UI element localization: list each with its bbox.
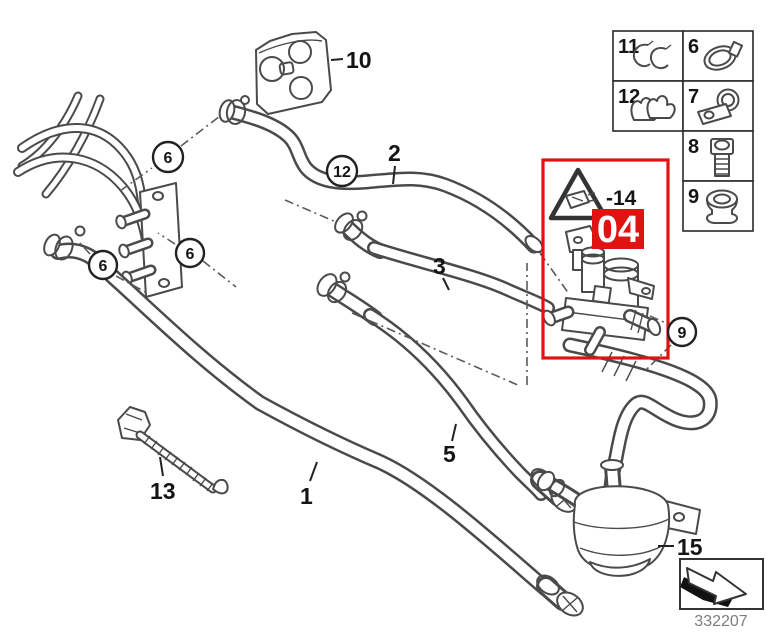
cable-strap-drawing: [117, 406, 229, 495]
direction-arrow-box: [679, 558, 764, 610]
spring-band-clamp-icon: [630, 95, 676, 121]
callout-6c[interactable]: 6: [87, 249, 119, 281]
callout-12[interactable]: 12: [325, 154, 359, 188]
part-label-13[interactable]: 13: [150, 478, 176, 504]
legend-num-9: 9: [688, 186, 699, 208]
warning-triangle-icon: [548, 167, 609, 221]
legend-num-6: 6: [688, 36, 699, 58]
down-right-arrow-icon: [680, 567, 747, 607]
callout-6a[interactable]: 6: [151, 140, 185, 174]
diagram-number: 332207: [694, 613, 747, 630]
position-badge-label: 04: [597, 209, 639, 251]
svg-text:9: 9: [678, 325, 687, 342]
hose-1-drawing: [43, 225, 584, 617]
part-label-5[interactable]: 5: [443, 441, 456, 467]
legend-num-8: 8: [688, 136, 699, 158]
highlight-box[interactable]: [541, 158, 670, 360]
svg-text:6: 6: [164, 150, 173, 167]
svg-text:6: 6: [99, 258, 108, 275]
legend-table: 11 12 6 7 8 9: [612, 30, 754, 232]
callout-6b[interactable]: 6: [174, 237, 206, 269]
svg-text:12: 12: [333, 164, 351, 181]
hose-clamp-screw: [339, 271, 351, 283]
legend-num-11: 11: [618, 36, 639, 58]
part-label-2[interactable]: 2: [388, 140, 401, 166]
hose-clamp-screw: [356, 210, 368, 222]
valve-outlet-hose-drawing: [570, 345, 710, 487]
hose-clamp-screw: [240, 95, 250, 105]
grommet-icon: [706, 189, 738, 224]
retaining-clip-icon: [632, 40, 672, 70]
gasket-plate-drawing: [255, 31, 332, 115]
part-label-14[interactable]: -14: [606, 187, 637, 210]
hose-clamp-icon: [703, 40, 744, 71]
position-badge[interactable]: 04: [592, 209, 644, 251]
hose-clamp-screw: [74, 225, 86, 237]
callout-9[interactable]: 9: [666, 316, 698, 348]
part-labels: 10 2 3 5 1 13 15: [150, 47, 703, 560]
aux-pump-drawing: [536, 459, 701, 577]
line-clamp-icon: [697, 88, 740, 125]
part-label-10[interactable]: 10: [346, 47, 372, 73]
part-label-15[interactable]: 15: [677, 534, 703, 560]
legend-num-7: 7: [688, 86, 699, 108]
legend-cell-6[interactable]: [682, 30, 754, 82]
part-label-1[interactable]: 1: [300, 483, 313, 509]
hose-2-drawing: [218, 95, 544, 255]
water-valve-drawing: [542, 225, 662, 350]
svg-text:6: 6: [186, 246, 195, 263]
screw-icon: [710, 138, 734, 177]
hose-3-drawing: [334, 210, 548, 308]
part-label-3[interactable]: 3: [433, 253, 446, 279]
